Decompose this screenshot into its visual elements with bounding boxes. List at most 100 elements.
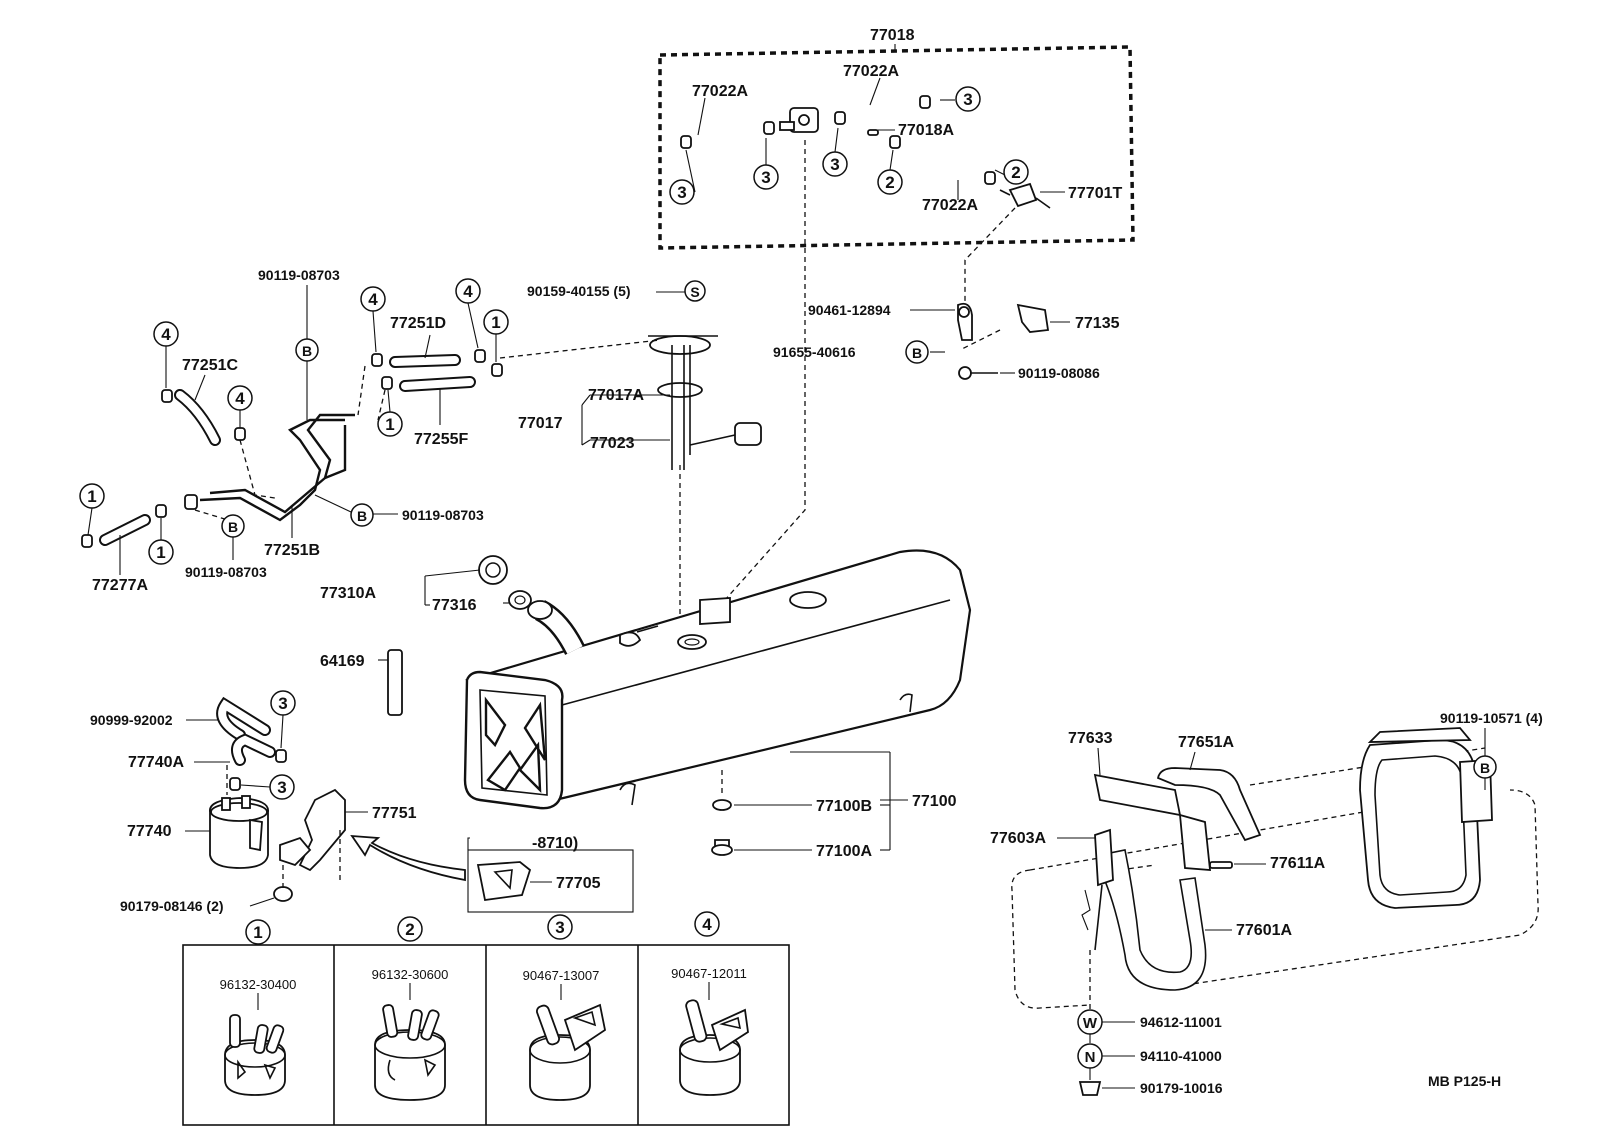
label-64169: 64169 xyxy=(320,653,365,670)
clamp-part-2: 96132-30600 xyxy=(372,967,449,982)
clamp-icon-4 xyxy=(679,999,749,1096)
marker-4: 4 xyxy=(360,286,386,312)
label-90119-08703-top: 90119-08703 xyxy=(258,267,340,283)
label-77251D: 77251D xyxy=(390,315,446,332)
marker-B: B xyxy=(350,503,374,527)
marker-1: 1 xyxy=(79,483,105,509)
label-77023: 77023 xyxy=(590,435,635,452)
label-77633: 77633 xyxy=(1068,730,1113,747)
marker-2: 2 xyxy=(877,169,903,195)
marker-3: 3 xyxy=(669,179,695,205)
svg-text:4: 4 xyxy=(463,282,473,301)
label-90119-08086: 90119-08086 xyxy=(1018,365,1100,381)
svg-text:B: B xyxy=(357,508,367,524)
svg-text:2: 2 xyxy=(405,920,414,939)
marker-4: 4 xyxy=(455,278,481,304)
label-77751: 77751 xyxy=(372,805,417,822)
sender-gauge-group: 90159-40155 (5) S 77017A 77017 77023 xyxy=(518,280,762,640)
label-94110-41000: 94110-41000 xyxy=(1140,1048,1222,1064)
label-77255F: 77255F xyxy=(414,431,468,448)
marker-S: S xyxy=(684,280,706,302)
clamp-icon-3 xyxy=(529,1003,607,1101)
fuel-tank-77100 xyxy=(463,549,972,850)
fuel-pipe-group: 90119-08703 B 77251D 77251C 77255F 77251… xyxy=(79,267,661,594)
marker-2: 2 xyxy=(1003,159,1029,185)
marker-4: 4 xyxy=(694,911,720,937)
svg-text:3: 3 xyxy=(278,694,287,713)
label-77277A: 77277A xyxy=(92,577,148,594)
label-77022A-right: 77022A xyxy=(922,197,978,214)
svg-text:B: B xyxy=(912,345,922,361)
label-90119-10571: 90119-10571 (4) xyxy=(1440,710,1543,726)
svg-text:N: N xyxy=(1085,1049,1096,1066)
svg-text:3: 3 xyxy=(761,168,770,187)
marker-4: 4 xyxy=(153,321,179,347)
label-77017: 77017 xyxy=(518,415,563,432)
marker-3: 3 xyxy=(753,164,779,190)
clamp-part-1: 96132-30400 xyxy=(220,977,297,992)
label-77701T: 77701T xyxy=(1068,185,1122,202)
svg-text:B: B xyxy=(228,519,238,535)
label-77100B: 77100B xyxy=(816,798,872,815)
marker-3: 3 xyxy=(955,86,981,112)
label-77100A: 77100A xyxy=(816,843,872,860)
marker-3: 3 xyxy=(822,151,848,177)
svg-text:4: 4 xyxy=(161,325,171,344)
marker-1: 1 xyxy=(245,919,271,945)
tank-strap-group: 77633 77651A 90119-10571 (4) B 77603A 77… xyxy=(990,710,1543,1096)
sheet-code: MB P125-H xyxy=(1428,1073,1501,1089)
protector-77705-inset: -8710) 77705 xyxy=(350,834,634,913)
check-valve-77701T xyxy=(999,182,1051,209)
label-90159-40155: 90159-40155 (5) xyxy=(527,283,631,299)
marker-2: 2 xyxy=(397,916,423,942)
tank-drain-parts: 77100B 77100 77100A xyxy=(711,770,957,860)
marker-1: 1 xyxy=(148,539,174,565)
label-77316: 77316 xyxy=(432,597,477,614)
label-77611A: 77611A xyxy=(1270,855,1326,872)
marker-B: B xyxy=(1473,755,1497,779)
svg-text:4: 4 xyxy=(368,290,378,309)
label-77018A: 77018A xyxy=(898,122,954,139)
label-77603A: 77603A xyxy=(990,830,1046,847)
label-77651A: 77651A xyxy=(1178,734,1234,751)
clamp-icon-1 xyxy=(224,1014,286,1096)
label-77017A: 77017A xyxy=(588,387,644,404)
label-77740: 77740 xyxy=(127,823,172,840)
group-77018-box: 77018 xyxy=(658,27,1135,250)
label-77022A-left: 77022A xyxy=(692,83,748,100)
svg-text:3: 3 xyxy=(830,155,839,174)
clamp-table: 1 2 3 4 96132-30400 96132-30600 90467-13… xyxy=(182,911,790,1126)
svg-text:S: S xyxy=(690,284,699,300)
svg-text:2: 2 xyxy=(1011,163,1020,182)
marker-1: 1 xyxy=(483,309,509,335)
marker-N: N xyxy=(1077,1043,1103,1069)
svg-text:3: 3 xyxy=(963,90,972,109)
label-8710: -8710) xyxy=(532,835,578,852)
clamp-part-4: 90467-12011 xyxy=(671,966,747,981)
label-77100: 77100 xyxy=(912,793,957,810)
label-94612-11001: 94612-11001 xyxy=(1140,1014,1222,1030)
svg-text:4: 4 xyxy=(702,915,712,934)
label-90999-92002: 90999-92002 xyxy=(90,712,173,728)
filler-grommets: 77310A 77316 64169 xyxy=(320,555,532,716)
label-77018: 77018 xyxy=(870,27,915,44)
label-90179-08146: 90179-08146 (2) xyxy=(120,898,224,914)
tank-fitting-group: 90461-12894 77135 91655-40616 B 90119-08… xyxy=(773,302,1120,381)
label-77310A: 77310A xyxy=(320,585,376,602)
svg-text:1: 1 xyxy=(253,923,262,942)
label-77251B: 77251B xyxy=(264,542,320,559)
label-91655-40616: 91655-40616 xyxy=(773,344,856,360)
marker-1: 1 xyxy=(377,411,403,437)
label-77135: 77135 xyxy=(1075,315,1120,332)
svg-text:B: B xyxy=(1480,760,1490,776)
svg-text:W: W xyxy=(1083,1015,1098,1032)
svg-text:1: 1 xyxy=(156,543,165,562)
label-90119-08703-left: 90119-08703 xyxy=(185,564,267,580)
marker-3: 3 xyxy=(547,914,573,940)
clamp-part-3: 90467-13007 xyxy=(523,968,600,983)
svg-text:3: 3 xyxy=(555,918,564,937)
marker-B: B xyxy=(221,514,245,538)
label-77740A: 77740A xyxy=(128,754,184,771)
svg-text:3: 3 xyxy=(277,778,286,797)
